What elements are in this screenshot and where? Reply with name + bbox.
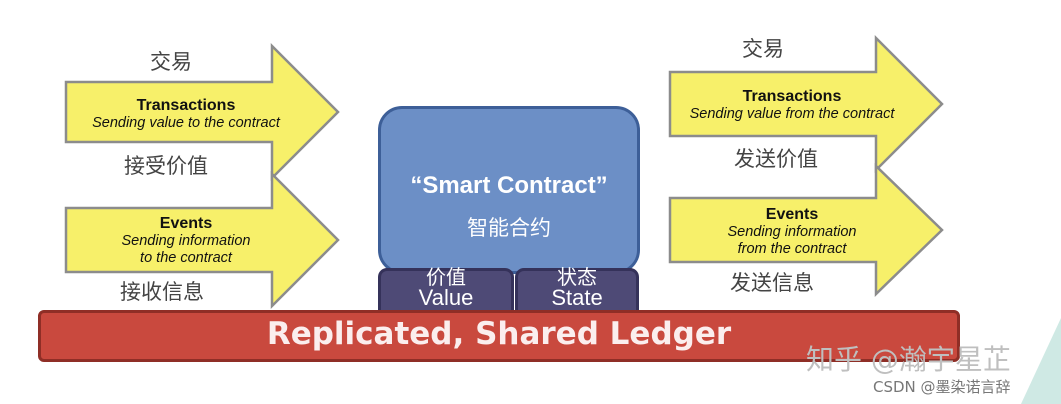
left-transactions-subtitle: Sending value to the contract xyxy=(92,115,280,131)
smart-contract-box xyxy=(378,106,640,274)
right-events-subtitle-2: from the contract xyxy=(737,241,847,257)
left-events-text: Events Sending information to the contra… xyxy=(66,214,306,267)
watermark-zhihu: 知乎 @瀚宇星芷 xyxy=(806,343,1011,376)
corner-decoration xyxy=(1021,318,1061,404)
right-transactions-title: Transactions xyxy=(742,88,842,105)
right-events-subtitle-1: Sending information xyxy=(727,224,857,240)
value-label: Value xyxy=(418,285,474,310)
arrow-right-transactions xyxy=(668,34,944,174)
right-events-title: Events xyxy=(765,206,819,223)
arrow-right-events xyxy=(668,163,944,297)
right-events-cn-bottom: 发送信息 xyxy=(730,271,814,295)
left-events-title: Events xyxy=(159,215,213,232)
arrow-left-events xyxy=(64,170,340,310)
right-transactions-cn-bottom: 发送价值 xyxy=(734,147,818,171)
left-events-subtitle-2: to the contract xyxy=(140,250,232,266)
left-events-cn-bottom: 接收信息 xyxy=(120,280,204,304)
left-transactions-text: Transactions Sending value to the contra… xyxy=(66,96,306,132)
smart-contract-title: “Smart Contract” xyxy=(410,172,608,199)
state-label: State xyxy=(551,285,603,310)
right-events-text: Events Sending information from the cont… xyxy=(670,205,914,258)
left-transactions-title: Transactions xyxy=(136,97,236,114)
ledger-bar xyxy=(38,310,960,362)
arrow-left-transactions xyxy=(64,42,340,182)
right-transactions-subtitle: Sending value from the contract xyxy=(689,106,895,122)
watermark-csdn: CSDN @墨染诺言辞 xyxy=(873,378,1011,396)
smart-contract-cn: 智能合约 xyxy=(467,216,551,240)
ledger-label: Replicated, Shared Ledger xyxy=(266,316,732,352)
value-cn: 价值 xyxy=(426,265,466,289)
left-transactions-cn-top: 交易 xyxy=(150,50,192,74)
right-transactions-text: Transactions Sending value from the cont… xyxy=(670,87,914,123)
right-transactions-cn-top: 交易 xyxy=(742,37,784,61)
left-transactions-cn-bottom: 接受价值 xyxy=(124,154,208,178)
left-events-subtitle-1: Sending information xyxy=(121,233,251,249)
state-cn: 状态 xyxy=(557,265,597,289)
